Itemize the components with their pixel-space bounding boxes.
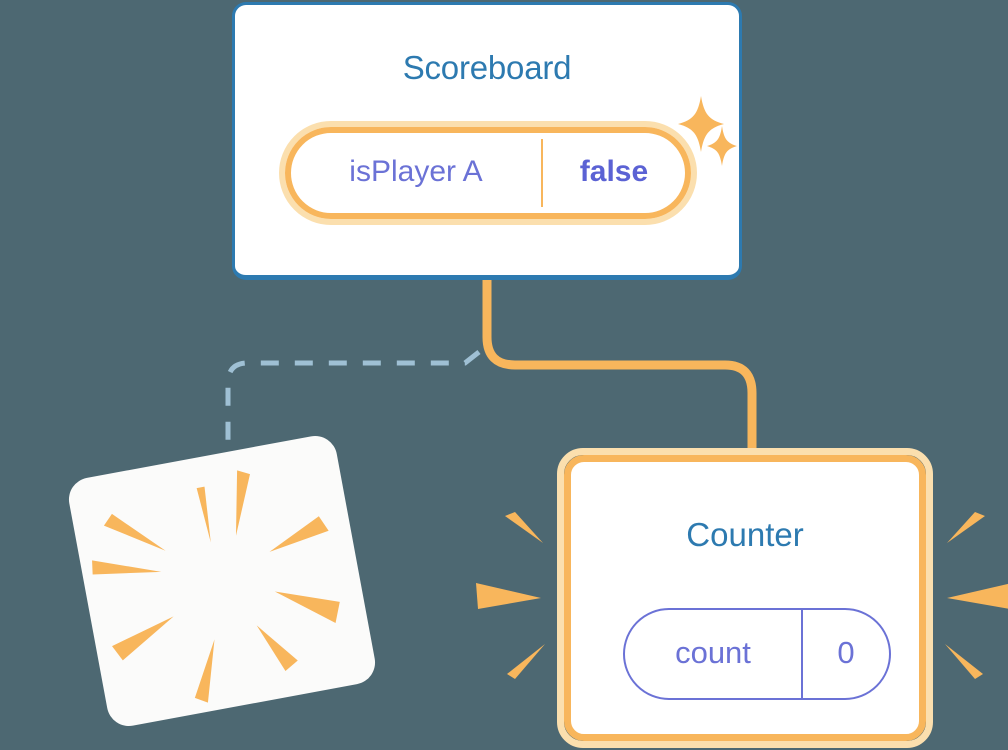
- burst-ray: [112, 616, 174, 661]
- counter-state-divider: [801, 610, 803, 698]
- burst-ray: [196, 486, 211, 543]
- counter-title: Counter: [686, 516, 804, 553]
- scoreboard-state-divider: [541, 139, 543, 207]
- burst-ray: [269, 516, 329, 552]
- scoreboard-state-key: isPlayer A: [349, 155, 483, 188]
- burst-ray: [274, 591, 340, 624]
- counter-ray-left: [476, 583, 541, 609]
- scoreboard-state-value: false: [579, 155, 649, 188]
- burst-card[interactable]: [65, 432, 379, 730]
- scoreboard-state-pill[interactable]: isPlayer A false: [285, 127, 691, 219]
- burst-ray: [103, 513, 166, 551]
- connector-scoreboard-to-burst-card: [225, 350, 481, 470]
- counter-ray-right: [947, 583, 1008, 609]
- counter-state-key: count: [675, 634, 751, 670]
- counter-card-body: Counter count 0: [564, 455, 926, 741]
- scoreboard-title: Scoreboard: [402, 49, 572, 86]
- burst-ray: [92, 560, 162, 575]
- burst-rays: [92, 470, 340, 703]
- counter-ray-left: [507, 644, 545, 679]
- counter-card[interactable]: Counter count 0: [557, 448, 933, 748]
- sparkle-large-icon: [678, 96, 724, 152]
- burst-ray: [194, 639, 215, 703]
- connector-scoreboard-to-counter: [482, 278, 757, 470]
- scoreboard-card[interactable]: Scoreboard isPlayer A false: [232, 2, 742, 280]
- counter-ray-right: [947, 512, 985, 543]
- counter-ray-right: [945, 644, 983, 679]
- scoreboard-state-pill-highlight: isPlayer A false: [279, 121, 697, 225]
- sparkle-small-icon: [707, 126, 737, 166]
- counter-state-value: 0: [837, 634, 855, 670]
- counter-ray-left: [505, 512, 543, 543]
- counter-state-pill[interactable]: count 0: [623, 608, 891, 700]
- burst-ray: [256, 625, 298, 671]
- burst-ray: [235, 470, 250, 536]
